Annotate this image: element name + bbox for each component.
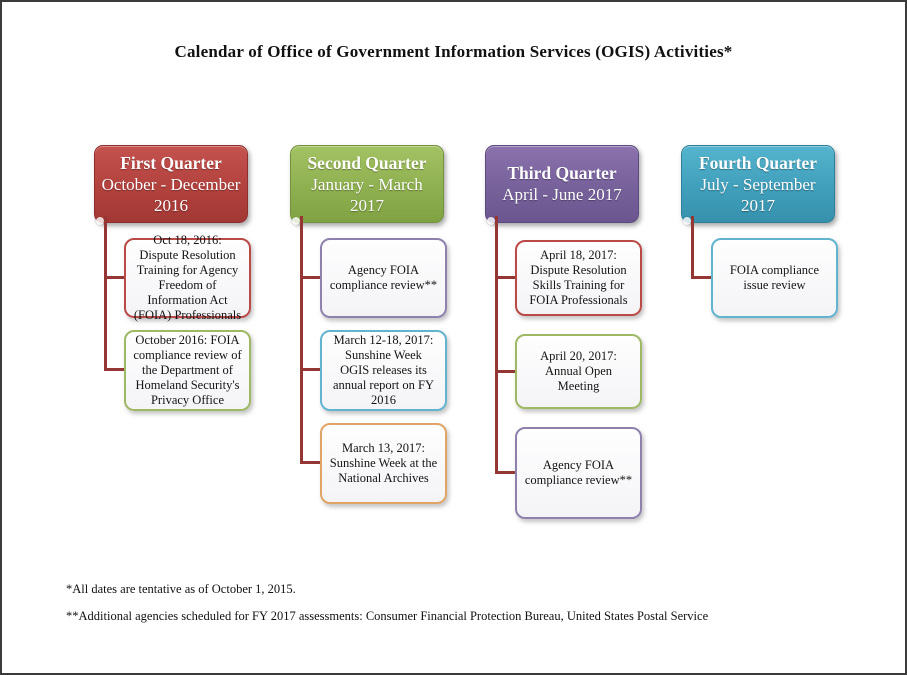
activity-text: March 12-18, 2017: Sunshine Week OGIS re… [332, 333, 435, 407]
quarter-header-fourth: Fourth Quarter July - September 2017 [681, 145, 835, 225]
activity-text: FOIA compliance issue review [729, 263, 820, 292]
activity-box: March 12-18, 2017: Sunshine Week OGIS re… [320, 330, 447, 411]
footnote-tentative-dates: *All dates are tentative as of October 1… [66, 582, 296, 596]
connector-anchor-dot [487, 217, 495, 225]
activity-text: October 2016: FOIA compliance review of … [133, 333, 242, 407]
connector-hline [300, 461, 320, 464]
quarter-period: July - September 2017 [700, 174, 816, 215]
connector-vline [691, 216, 694, 277]
connector-hline [300, 276, 320, 279]
activity-text: Agency FOIA compliance review** [329, 263, 438, 292]
connector-hline [104, 368, 124, 371]
connector-hline [104, 276, 124, 279]
connector-vline [495, 216, 498, 473]
activity-text: March 13, 2017: Sunshine Week at the Nat… [329, 441, 438, 485]
activity-box: April 18, 2017: Dispute Resolution Skill… [515, 240, 642, 316]
activity-box: FOIA compliance issue review [711, 238, 838, 318]
activity-box: Agency FOIA compliance review** [515, 427, 642, 519]
page-title: Calendar of Office of Government Informa… [174, 42, 733, 61]
quarter-header-third: Third Quarter April - June 2017 [485, 145, 639, 225]
connector-vline [104, 216, 107, 370]
connector-vline [300, 216, 303, 463]
connector-hline [495, 276, 515, 279]
connector-hline [300, 368, 320, 371]
footnote-additional-agencies: **Additional agencies scheduled for FY 2… [66, 609, 709, 623]
activity-text: Agency FOIA compliance review** [524, 458, 633, 487]
quarter-period: January - March 2017 [311, 174, 423, 215]
activity-text: April 18, 2017: Dispute Resolution Skill… [529, 248, 628, 307]
quarter-period: October - December 2016 [101, 174, 241, 215]
quarter-name: First Quarter [120, 152, 222, 173]
quarter-name: Third Quarter [507, 163, 617, 183]
connector-anchor-dot [96, 217, 104, 225]
activity-box: Agency FOIA compliance review** [320, 238, 447, 318]
activity-text: April 20, 2017: Annual Open Meeting [540, 349, 617, 393]
quarter-name: Second Quarter [307, 152, 427, 173]
activity-text: Oct 18, 2016: Dispute Resolution Trainin… [133, 233, 242, 322]
quarter-period: April - June 2017 [502, 185, 622, 204]
quarter-name: Fourth Quarter [698, 152, 818, 173]
connector-hline [495, 370, 515, 373]
connector-anchor-dot [292, 217, 300, 225]
connector-hline [691, 276, 711, 279]
quarter-header-second: Second Quarter January - March 2017 [290, 145, 444, 225]
activity-box: Oct 18, 2016: Dispute Resolution Trainin… [124, 233, 251, 322]
activity-box: April 20, 2017: Annual Open Meeting [515, 334, 642, 409]
activity-box: October 2016: FOIA compliance review of … [124, 330, 251, 411]
connector-anchor-dot [683, 217, 691, 225]
activity-box: March 13, 2017: Sunshine Week at the Nat… [320, 423, 447, 504]
quarter-header-first: First Quarter October - December 2016 [94, 145, 248, 225]
connector-hline [495, 471, 515, 474]
